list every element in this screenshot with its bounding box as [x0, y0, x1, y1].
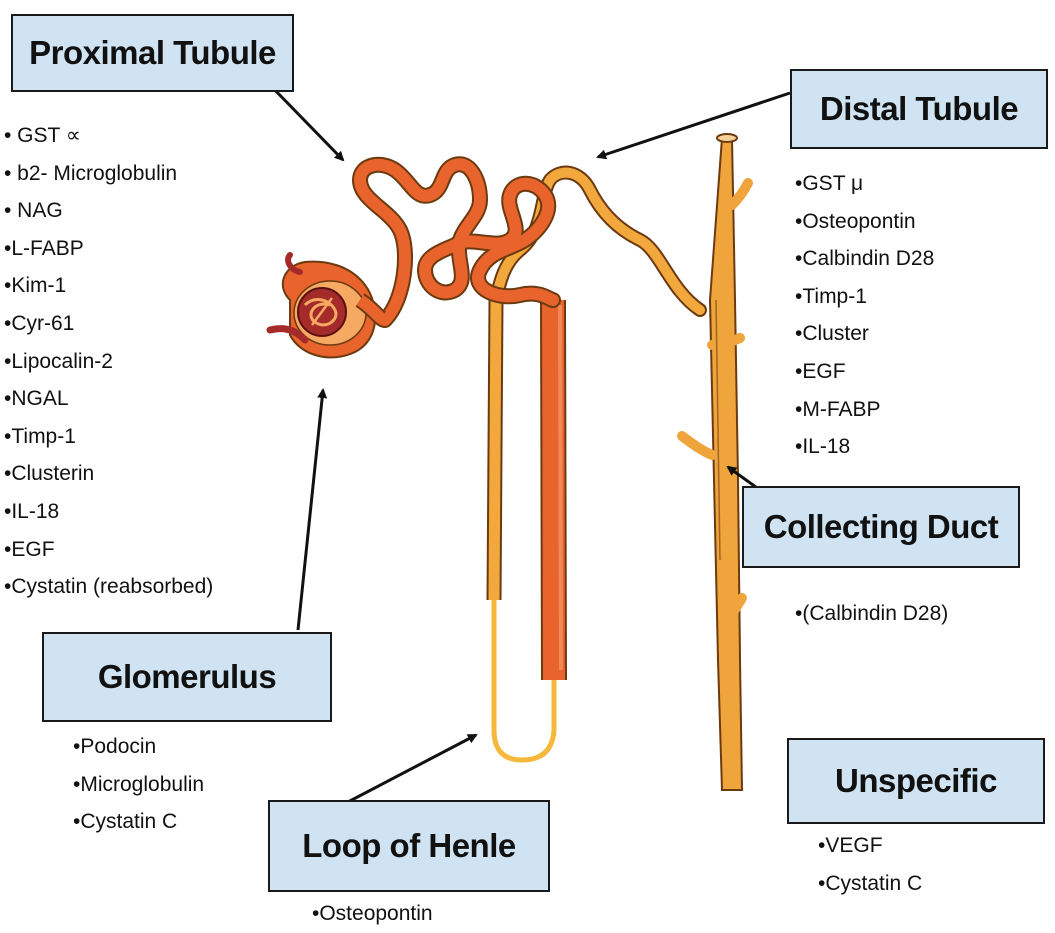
glomerulus-title: Glomerulus: [98, 658, 276, 696]
list-item: •Cystatin (reabsorbed): [4, 568, 213, 606]
list-item: •IL-18: [795, 428, 934, 466]
list-item: •M-FABP: [795, 391, 934, 429]
collecting-duct-box: Collecting Duct: [742, 486, 1020, 568]
list-item: •Microglobulin: [73, 766, 204, 804]
list-item: •Cluster: [795, 315, 934, 353]
proximal-tubule-markers: • GST ∝ • b2- Microglobulin • NAG •L-FAB…: [4, 117, 213, 606]
proximal-tubule-box: Proximal Tubule: [11, 14, 294, 92]
list-item: • NAG: [4, 192, 213, 230]
arrow-distal-tubule: [598, 93, 790, 157]
unspecific-title: Unspecific: [835, 762, 997, 800]
arrow-loop-of-henle: [346, 735, 476, 803]
list-item: •Calbindin D28: [795, 240, 934, 278]
list-item: •Cyr-61: [4, 305, 213, 343]
arrow-glomerulus: [298, 390, 323, 630]
glomerulus-shape: [270, 255, 385, 357]
list-item: •Osteopontin: [795, 203, 934, 241]
list-item: •GST μ: [795, 165, 934, 203]
unspecific-box: Unspecific: [787, 738, 1045, 824]
list-item: •NGAL: [4, 380, 213, 418]
list-item: • b2- Microglobulin: [4, 155, 213, 193]
list-item: •VEGF: [818, 827, 922, 865]
list-item: •EGF: [4, 531, 213, 569]
list-item: •Clusterin: [4, 455, 213, 493]
proximal-tubule-title: Proximal Tubule: [29, 34, 276, 72]
list-item: •Kim-1: [4, 267, 213, 305]
collecting-duct-title: Collecting Duct: [764, 508, 999, 546]
distal-tubule-box: Distal Tubule: [790, 69, 1048, 149]
distal-tubule-title: Distal Tubule: [820, 90, 1018, 128]
proximal-tubule-shape: [360, 164, 553, 320]
loop-of-henle-shape: [494, 300, 561, 760]
loop-of-henle-markers: •Osteopontin: [312, 895, 433, 933]
distal-tubule-markers: •GST μ •Osteopontin •Calbindin D28 •Timp…: [795, 165, 934, 466]
list-item: •Lipocalin-2: [4, 343, 213, 381]
list-item: •IL-18: [4, 493, 213, 531]
list-item: •Cystatin C: [818, 865, 922, 903]
loop-of-henle-title: Loop of Henle: [302, 827, 515, 865]
list-item: •(Calbindin D28): [795, 595, 948, 633]
arrow-proximal-tubule: [270, 85, 343, 160]
unspecific-markers: •VEGF •Cystatin C: [818, 827, 922, 902]
list-item: •L-FABP: [4, 230, 213, 268]
list-item: •Osteopontin: [312, 895, 433, 933]
list-item: •Timp-1: [4, 418, 213, 456]
list-item: •EGF: [795, 353, 934, 391]
collecting-duct-shape: [682, 134, 748, 790]
collecting-duct-markers: •(Calbindin D28): [795, 595, 948, 633]
list-item: •Timp-1: [795, 278, 934, 316]
list-item: •Podocin: [73, 728, 204, 766]
glomerulus-markers: •Podocin •Microglobulin •Cystatin C: [73, 728, 204, 841]
list-item: •Cystatin C: [73, 803, 204, 841]
glomerulus-box: Glomerulus: [42, 632, 332, 722]
loop-of-henle-box: Loop of Henle: [268, 800, 550, 892]
list-item: • GST ∝: [4, 117, 213, 155]
